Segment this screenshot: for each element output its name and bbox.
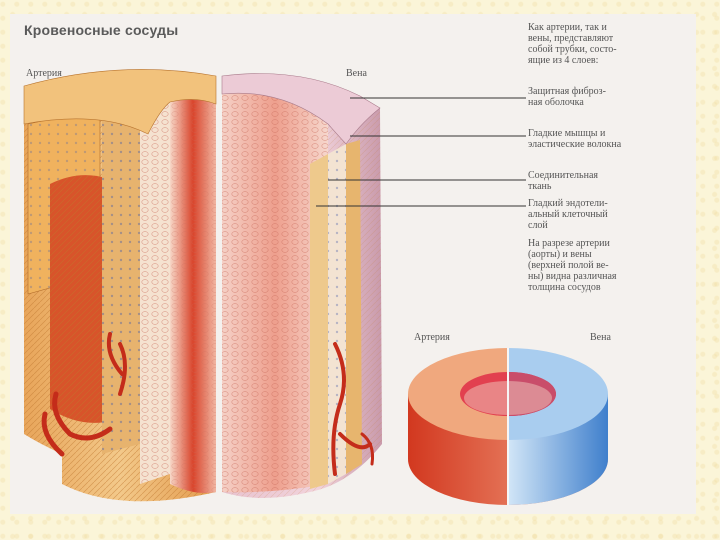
- label-vein-top: Вена: [346, 68, 367, 79]
- description-text: Как артерии, так и вены, представляют со…: [528, 22, 688, 66]
- pointer-lines: [316, 97, 526, 207]
- vessel-illustration: [23, 69, 608, 505]
- page-title: Кровеносные сосуды: [24, 22, 179, 38]
- section-note: На разрезе артерии (аорты) и вены (верхн…: [528, 238, 617, 293]
- label-vein-ring: Вена: [590, 332, 611, 343]
- artery-cylinder: [23, 69, 217, 502]
- layer-label-fibrous: Защитная фиброз- ная оболочка: [528, 86, 606, 108]
- label-artery-top: Артерия: [26, 68, 62, 79]
- layer-label-muscle: Гладкие мышцы и эластические волокна: [528, 128, 622, 150]
- vein-cylinder: [221, 73, 382, 498]
- description-line: вены, представляют: [528, 33, 614, 44]
- description-line: Как артерии, так и: [528, 22, 607, 33]
- layer-label-endothelial: Гладкий эндотели- альный клеточный слой: [528, 198, 608, 231]
- label-artery-ring: Артерия: [414, 332, 450, 343]
- layer-label-connective: Соединительная ткань: [528, 170, 598, 192]
- description-line: собой трубки, состо-: [528, 44, 617, 55]
- ring-cross-section: [408, 348, 608, 505]
- description-line: ящие из 4 слоев:: [528, 55, 599, 66]
- diagram-panel: Кровеносные сосуды: [10, 14, 696, 514]
